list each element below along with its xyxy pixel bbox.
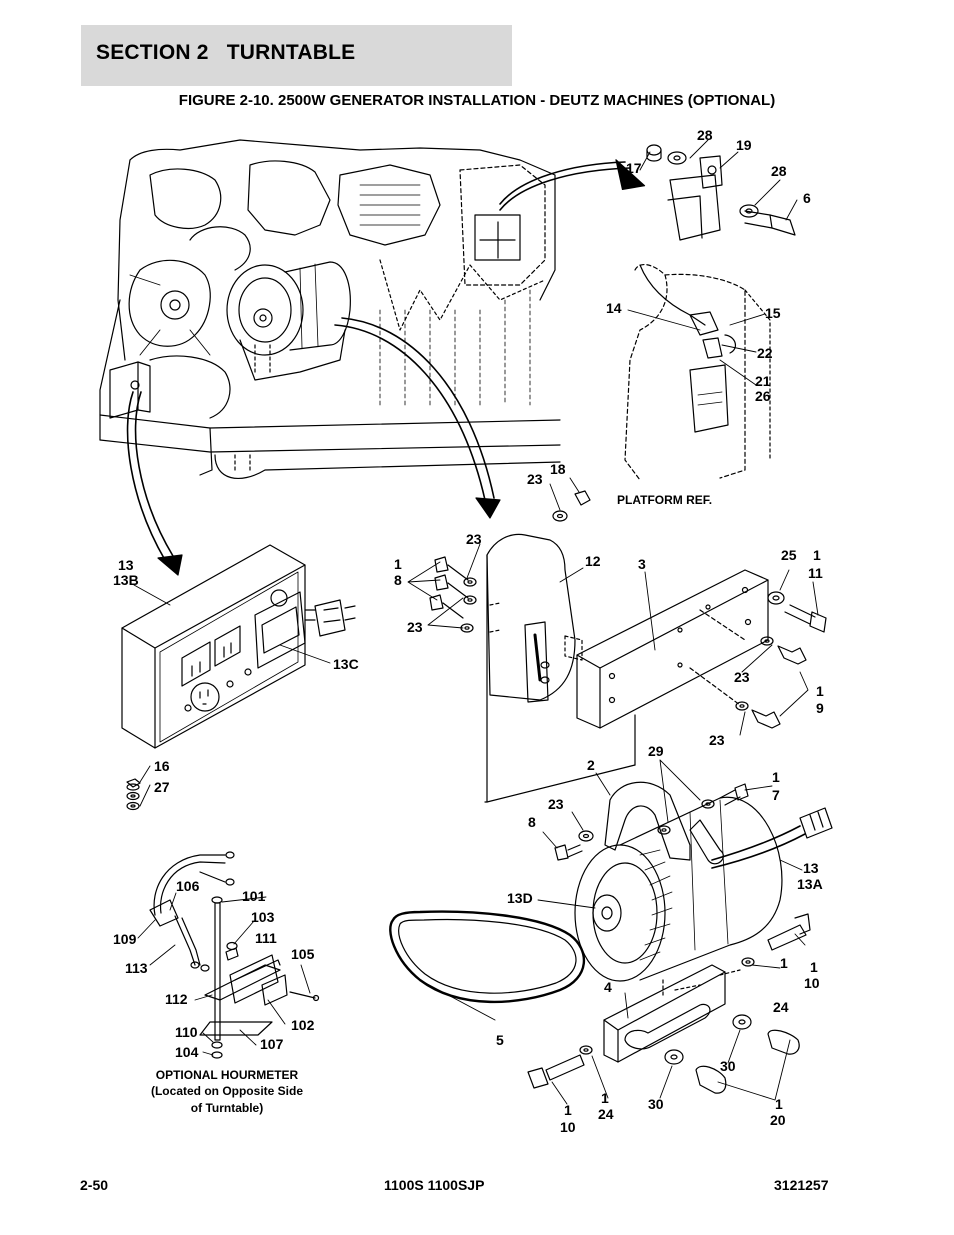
- callout-1: 1: [816, 683, 824, 699]
- callout-1: 1: [564, 1102, 572, 1118]
- callout-1: 1: [810, 959, 818, 975]
- callout-107: 107: [260, 1036, 284, 1052]
- callout-28: 28: [697, 127, 713, 143]
- callout-24: 24: [598, 1106, 614, 1122]
- callout-8: 8: [394, 572, 402, 588]
- callout-113: 113: [125, 960, 148, 976]
- callout-10: 10: [560, 1119, 576, 1135]
- callout-numbers: 28 19 17 28 6 14 15 22 21 26 23 18 13 13…: [113, 127, 824, 1135]
- callout-7: 7: [772, 787, 780, 803]
- callout-1: 1: [780, 955, 788, 971]
- optional-hourmeter: [149, 851, 320, 1059]
- callout-21: 21: [755, 373, 771, 389]
- callout-13c: 13C: [333, 656, 359, 672]
- callout-102: 102: [291, 1017, 315, 1033]
- hourmeter-note-line2: (Located on Opposite Side: [151, 1084, 303, 1098]
- platform-reference: [624, 263, 771, 481]
- callout-23: 23: [548, 796, 564, 812]
- callout-23: 23: [527, 471, 543, 487]
- arrow-engine-to-relay: [499, 159, 646, 211]
- section-header-bar: [81, 25, 512, 86]
- callout-111: 111: [255, 930, 277, 946]
- callout-23: 23: [407, 619, 423, 635]
- callout-11: 11: [808, 565, 823, 581]
- callout-1: 1: [775, 1096, 783, 1112]
- generator: [554, 781, 833, 982]
- hourmeter-note-line3: of Turntable): [191, 1101, 263, 1115]
- callout-29: 29: [648, 743, 664, 759]
- callout-30: 30: [720, 1058, 736, 1074]
- callout-13: 13: [803, 860, 819, 876]
- callout-10: 10: [804, 975, 820, 991]
- callout-1: 1: [813, 547, 821, 563]
- hourmeter-note-line1: OPTIONAL HOURMETER: [156, 1068, 299, 1082]
- callout-23: 23: [466, 531, 482, 547]
- callout-4: 4: [604, 979, 612, 995]
- callout-12: 12: [585, 553, 601, 569]
- callout-15: 15: [765, 305, 781, 321]
- callout-103: 103: [251, 909, 275, 925]
- arrow-engine-to-bracket: [334, 317, 501, 519]
- page-number: 2-50: [80, 1177, 109, 1193]
- callout-9: 9: [816, 700, 824, 716]
- callout-22: 22: [757, 345, 773, 361]
- drive-belt: [389, 910, 585, 1004]
- callout-28: 28: [771, 163, 787, 179]
- callout-23: 23: [734, 669, 750, 685]
- figure-title: FIGURE 2-10. 2500W GENERATOR INSTALLATIO…: [178, 92, 776, 109]
- relay-assembly: [646, 144, 796, 241]
- callout-1: 1: [394, 556, 402, 572]
- callout-104: 104: [175, 1044, 199, 1060]
- generator-bracket: [429, 490, 636, 803]
- callout-13a: 13A: [797, 876, 823, 892]
- callout-30: 30: [648, 1096, 664, 1112]
- callout-109: 109: [113, 931, 137, 947]
- document-number: 3121257: [774, 1177, 829, 1193]
- callout-13d: 13D: [507, 890, 533, 906]
- callout-101: 101: [242, 888, 266, 904]
- callout-106: 106: [176, 878, 200, 894]
- callout-26: 26: [755, 388, 771, 404]
- callout-13: 13: [118, 557, 134, 573]
- callout-13b: 13B: [113, 572, 139, 588]
- callout-1: 1: [601, 1090, 609, 1106]
- leader-lines: [133, 139, 819, 1105]
- callout-18: 18: [550, 461, 566, 477]
- callout-24: 24: [773, 999, 789, 1015]
- callout-105: 105: [291, 946, 315, 962]
- outlet-box: [121, 544, 356, 811]
- engine-illustration: [99, 139, 561, 479]
- callout-5: 5: [496, 1032, 504, 1048]
- arrow-engine-to-outlet-box: [126, 391, 183, 576]
- callout-1: 1: [772, 769, 780, 785]
- callout-23: 23: [709, 732, 725, 748]
- callout-2: 2: [587, 757, 595, 773]
- callout-16: 16: [154, 758, 170, 774]
- callout-110: 110: [175, 1024, 198, 1040]
- callout-19: 19: [736, 137, 752, 153]
- adjusting-bar: [527, 913, 811, 1094]
- section-title: SECTION 2 TURNTABLE: [96, 41, 356, 64]
- callout-20: 20: [770, 1112, 786, 1128]
- callout-112: 112: [165, 991, 188, 1007]
- callout-14: 14: [606, 300, 622, 316]
- callout-17: 17: [626, 160, 642, 176]
- callout-8: 8: [528, 814, 536, 830]
- callout-27: 27: [154, 779, 170, 795]
- callout-6: 6: [803, 190, 811, 206]
- model-number: 1100S 1100SJP: [384, 1177, 485, 1193]
- platform-ref-label: PLATFORM REF.: [617, 493, 712, 507]
- mount-plate: [564, 569, 827, 729]
- callout-3: 3: [638, 556, 646, 572]
- callout-25: 25: [781, 547, 797, 563]
